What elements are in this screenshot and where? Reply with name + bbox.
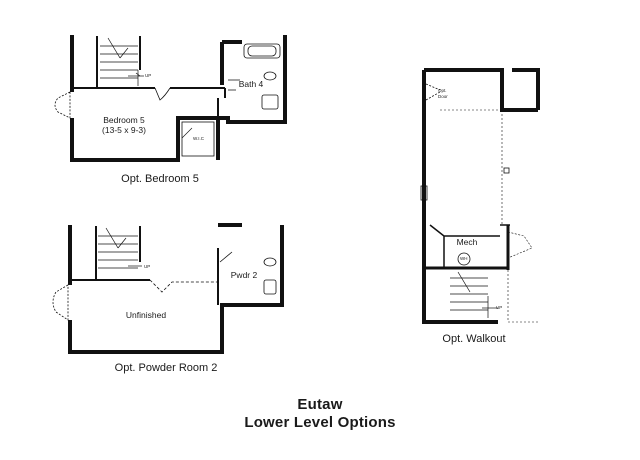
powder2-caption: Opt. Powder Room 2 <box>114 362 218 374</box>
bedroom5-outer-wall <box>70 35 287 162</box>
bath4-name: Bath 4 <box>238 79 264 89</box>
powder2-plan <box>52 223 284 354</box>
walkout-stair-up-label: UP <box>496 305 503 310</box>
wic-closet <box>181 121 215 157</box>
powder2-dashed-wall <box>149 279 218 293</box>
opt-door-label-line2: Door <box>438 94 448 99</box>
walkout-stair-door <box>507 231 533 259</box>
powder2-stair-up-label: UP <box>144 264 151 269</box>
bedroom5-stair-up-label: UP <box>145 73 152 78</box>
water-heater-label: WH <box>460 256 468 261</box>
walkout-outer-wall <box>422 68 540 324</box>
walkout-window <box>420 185 428 201</box>
plan-title: Eutaw <box>297 396 343 413</box>
bedroom5-plan <box>54 35 287 162</box>
bedroom5-stairs <box>100 37 144 86</box>
walkout-column <box>503 167 510 174</box>
bedroom5-interior-walls <box>72 36 226 160</box>
plan-subtitle: Lower Level Options <box>244 414 396 431</box>
bedroom5-name: Bedroom 5 <box>103 115 145 125</box>
bedroom5-window-bay <box>54 91 71 119</box>
powder2-stairs <box>98 227 142 269</box>
powder2-interior-walls <box>70 226 219 305</box>
wic-label: W.I.C <box>193 136 204 141</box>
opt-door-label-line1: Opt. <box>438 88 447 93</box>
walkout-mech-walls <box>429 224 510 268</box>
powder2-name: Pwdr 2 <box>230 270 258 280</box>
powder2-fixtures <box>219 251 277 295</box>
powder2-outer-wall <box>68 223 284 354</box>
bedroom5-door <box>154 87 171 101</box>
walkout-opt-door <box>425 83 441 101</box>
walkout-stairs <box>450 271 498 318</box>
walkout-plan <box>420 68 540 324</box>
bath4-fixtures <box>228 43 281 110</box>
walkout-caption: Opt. Walkout <box>442 333 506 345</box>
mech-label: Mech <box>456 237 478 247</box>
walkout-dashed-edges <box>440 109 540 323</box>
unfinished-label: Unfinished <box>125 310 167 320</box>
bedroom5-dimensions: (13-5 x 9-3) <box>102 125 146 135</box>
wic-door <box>181 127 193 139</box>
bedroom5-caption: Opt. Bedroom 5 <box>121 173 199 185</box>
powder2-window-bay <box>52 284 69 321</box>
walkout-right-wall <box>424 225 510 270</box>
water-heater <box>457 252 471 266</box>
